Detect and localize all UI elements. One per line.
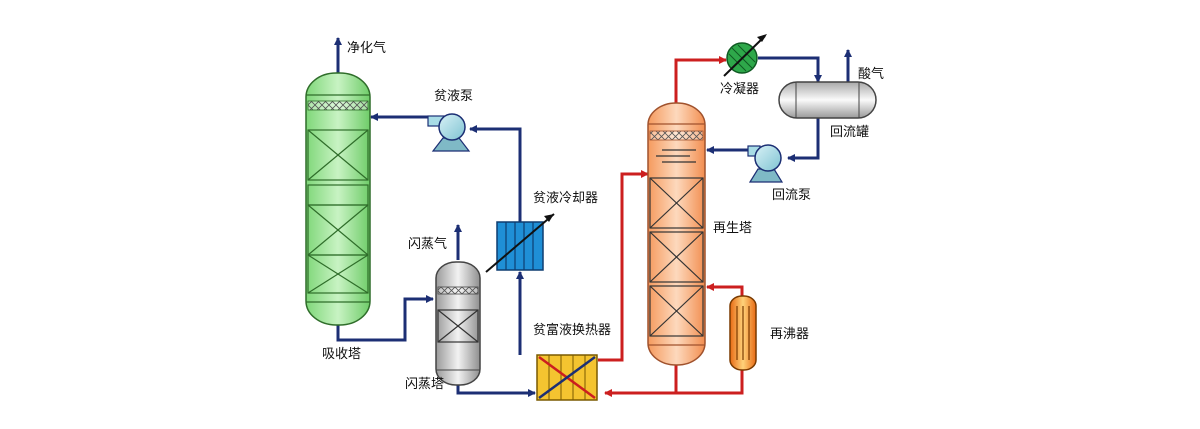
rich-to-regenerator-line: [598, 170, 649, 362]
drum-to-pump-line: [787, 118, 820, 162]
cooled-lean-line: [469, 125, 522, 222]
to-reboiler-line: [674, 370, 744, 395]
rich-to-flash-line: [336, 295, 434, 342]
regenerator-label: 再生塔: [713, 221, 752, 236]
lean-cooler-label: 贫液冷却器: [533, 190, 598, 206]
lean-rich-exchanger: [536, 354, 598, 401]
flash-gas-label: 闪蒸气: [408, 236, 447, 252]
reflux-drum-label: 回流罐: [830, 125, 869, 140]
absorber-tower: [305, 72, 371, 326]
reboiler-return-line: [706, 283, 744, 298]
piping: [334, 37, 852, 397]
absorber-packing-bed: [307, 129, 369, 294]
labels: 净化气 吸收塔 贫液泵 贫液冷却器 闪蒸气 闪蒸塔 贫富液换热器 再生塔 再沸器…: [322, 40, 884, 392]
flash-tower: [435, 261, 481, 386]
lean-cooler: [485, 213, 555, 273]
lean-return-line: [604, 365, 678, 397]
flash-to-exchanger-line: [456, 385, 536, 397]
clean-gas-label: 净化气: [347, 40, 386, 56]
absorber-label: 吸收塔: [322, 347, 361, 362]
reboiler-label: 再沸器: [770, 327, 809, 342]
absorber-demister: [307, 100, 369, 111]
acid-gas-label: 酸气: [858, 66, 884, 82]
reboiler: [729, 295, 757, 371]
condensed-line: [758, 56, 822, 83]
lean-pump: [427, 113, 471, 152]
regenerator-demister: [649, 130, 704, 141]
flash-demister: [437, 286, 479, 295]
condenser-label: 冷凝器: [720, 81, 759, 97]
lean-pump-label: 贫液泵: [434, 88, 473, 104]
condenser: [723, 34, 767, 77]
reflux-drum: [778, 81, 877, 119]
reflux-pump: [747, 144, 784, 183]
lean-rich-exchanger-label: 贫富液换热器: [533, 322, 611, 338]
overhead-line: [674, 56, 727, 103]
reflux-distributor: [656, 149, 696, 163]
regenerator-tower: [647, 102, 706, 366]
flash-tower-label: 闪蒸塔: [405, 377, 444, 392]
reflux-pump-label: 回流泵: [772, 188, 811, 203]
